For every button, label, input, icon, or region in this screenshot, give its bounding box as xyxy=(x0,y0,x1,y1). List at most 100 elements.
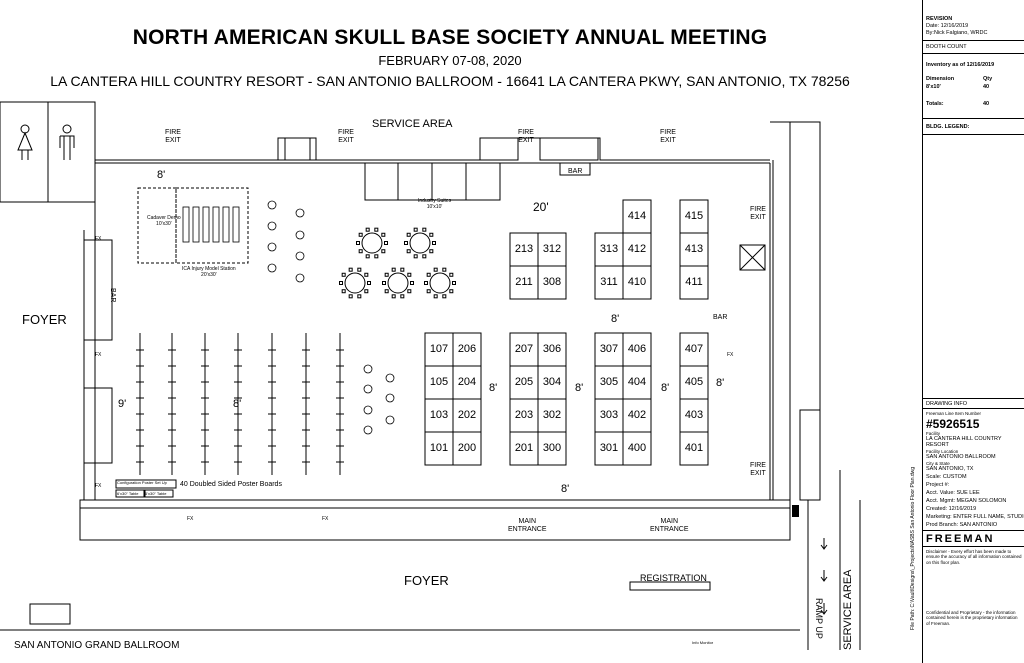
facility-label: Facility xyxy=(926,431,941,436)
booth-number: 103 xyxy=(429,408,449,421)
dimension-value: 8'x10' xyxy=(926,84,941,90)
bldg-legend-heading: BLDG. LEGEND: xyxy=(926,124,970,130)
chair xyxy=(374,227,379,232)
booth-number: 101 xyxy=(429,441,449,454)
aisle-dim-mid: 8' xyxy=(611,313,620,325)
grand-ballroom-label: SAN ANTONIO GRAND BALLROOM xyxy=(14,640,180,651)
booth-number: 201 xyxy=(514,441,534,454)
fx-marker-3: FX xyxy=(95,483,102,489)
chair xyxy=(432,241,436,245)
booth-411 xyxy=(679,265,709,300)
booth-number: 305 xyxy=(599,375,619,388)
bar-label-west: BAR xyxy=(109,288,116,303)
page-title: NORTH AMERICAN SKULL BASE SOCIETY ANNUAL… xyxy=(132,26,768,49)
chair xyxy=(442,267,447,272)
chair xyxy=(341,272,346,277)
chair xyxy=(433,267,438,272)
booth-number: 202 xyxy=(457,408,477,421)
service-area-label: SERVICE AREA xyxy=(372,118,453,130)
booth-number: 414 xyxy=(627,209,647,222)
chair xyxy=(426,289,431,294)
chair xyxy=(406,232,411,237)
chair xyxy=(449,272,454,277)
round-table xyxy=(409,232,431,254)
city-value: SAN ANTONIO, TX xyxy=(926,466,974,472)
fx-marker-1: FX xyxy=(95,236,102,242)
chair xyxy=(384,241,388,245)
chair xyxy=(381,232,386,237)
chair xyxy=(400,267,405,272)
model-table xyxy=(182,206,190,243)
cocktail-table xyxy=(295,230,305,240)
drawing-info-heading: DRAWING INFO xyxy=(926,401,968,407)
aisle-dim-b: 8' xyxy=(575,382,584,394)
chair xyxy=(356,241,360,245)
booth-number: 303 xyxy=(599,408,619,421)
poster-boards-label: 40 Doubled Sided Poster Boards xyxy=(180,481,282,488)
aisle-dim-nw: 8' xyxy=(157,169,166,181)
chair xyxy=(406,249,411,254)
booth-308 xyxy=(537,265,567,300)
cocktail-table xyxy=(385,393,395,403)
poster-table-label-1: Configuration Poster Set Up xyxy=(117,480,167,485)
chair xyxy=(424,281,428,285)
qty-heading: Qty xyxy=(983,76,993,82)
cocktail-table xyxy=(385,373,395,383)
booth-number: 401 xyxy=(684,441,704,454)
cocktail-table xyxy=(295,273,305,283)
booth-number: 301 xyxy=(599,441,619,454)
file-path: File Path: C:\Vault\Designs\_Projects\NA… xyxy=(910,466,916,630)
chair xyxy=(339,281,343,285)
chair xyxy=(407,289,412,294)
chair xyxy=(357,267,362,272)
qty-value: 40 xyxy=(983,84,990,90)
cocktail-table xyxy=(363,425,373,435)
booth-number: 413 xyxy=(684,242,704,255)
fx-marker-5: FX xyxy=(322,516,329,522)
chair xyxy=(422,227,427,232)
booth-number: 203 xyxy=(514,408,534,421)
poster-table xyxy=(115,479,177,489)
model-table xyxy=(202,206,210,243)
aisle-dim-a: 8' xyxy=(489,382,498,394)
round-table xyxy=(344,272,366,294)
scale-value: Scale: CUSTOM xyxy=(926,474,967,480)
booth-number: 204 xyxy=(457,375,477,388)
booth-number: 406 xyxy=(627,342,647,355)
chair xyxy=(381,249,386,254)
event-dates: FEBRUARY 07-08, 2020 xyxy=(378,53,522,68)
chair xyxy=(426,272,431,277)
booth-number: 302 xyxy=(542,408,562,421)
chair xyxy=(433,294,438,299)
booth-number: 400 xyxy=(627,441,647,454)
poster-table xyxy=(144,489,174,498)
booth-number: 206 xyxy=(457,342,477,355)
revision-heading: REVISION xyxy=(926,16,953,22)
facility-value: LA CANTERA HILL COUNTRY RESORT xyxy=(926,436,1002,449)
poster-table-label-2: 6'x30" Table xyxy=(117,491,139,496)
chair xyxy=(384,272,389,277)
aisle-dim-c: 8' xyxy=(661,382,670,394)
bar-label-east: BAR xyxy=(713,314,728,321)
chair xyxy=(452,281,456,285)
revision-date: Date: 12/16/2019 xyxy=(926,23,969,29)
facility-location-label: Facility Location xyxy=(926,449,959,454)
chair xyxy=(413,227,418,232)
south-wall xyxy=(79,499,791,541)
booth-400 xyxy=(622,431,652,466)
chair xyxy=(364,289,369,294)
booth-number: 407 xyxy=(684,342,704,355)
chair xyxy=(422,254,427,259)
north-wall xyxy=(95,137,770,161)
booth-number: 211 xyxy=(515,275,533,288)
registration-label: REGISTRATION xyxy=(640,573,707,583)
floor-plan xyxy=(0,101,861,650)
disclaimer-text: Disclaimer - Every effort has been made … xyxy=(926,549,1022,565)
cocktail-table xyxy=(267,263,277,273)
booth-number: 403 xyxy=(684,408,704,421)
